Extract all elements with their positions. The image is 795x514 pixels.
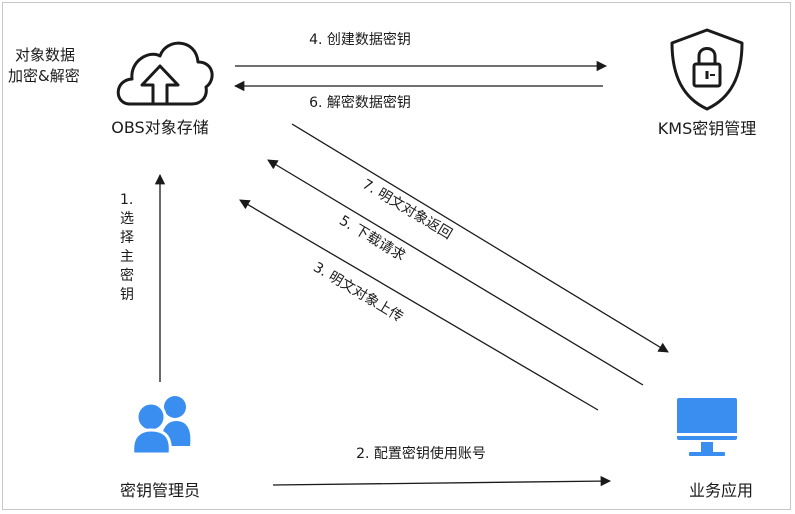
- step6-label: 6. 解密数据密钥: [309, 94, 411, 111]
- kms-node-label: KMS密钥管理: [658, 119, 756, 138]
- arrow-step7: [291, 123, 669, 353]
- app-node-label: 业务应用: [689, 481, 753, 500]
- obs-node-label: OBS对象存储: [111, 118, 208, 137]
- step1-char: 择: [120, 230, 134, 246]
- admin-node-label: 密钥管理员: [120, 481, 200, 500]
- obs-side-note-line1: 对象数据: [15, 46, 75, 64]
- step1-char: 钥: [120, 287, 134, 303]
- step5-label: 5. 下载请求: [336, 213, 408, 265]
- arrow-step5: [267, 159, 644, 386]
- step1-label: 1. 选 择 主 密 钥: [120, 192, 134, 303]
- arrow-step2: [272, 475, 612, 487]
- step1-char: 主: [120, 249, 134, 265]
- monitor-icon: [677, 398, 737, 456]
- step1-number: 1.: [120, 192, 133, 208]
- step4-label: 4. 创建数据密钥: [309, 31, 411, 48]
- obs-side-note-line2: 加密&解密: [8, 67, 80, 85]
- step1-char: 选: [120, 211, 134, 227]
- cloud-upload-icon: [116, 41, 214, 106]
- arrow-step3: [239, 199, 599, 411]
- step2-label: 2. 配置密钥使用账号: [356, 445, 486, 462]
- step1-char: 密: [120, 267, 134, 284]
- shield-lock-icon: [670, 28, 744, 111]
- users-icon: [131, 396, 191, 456]
